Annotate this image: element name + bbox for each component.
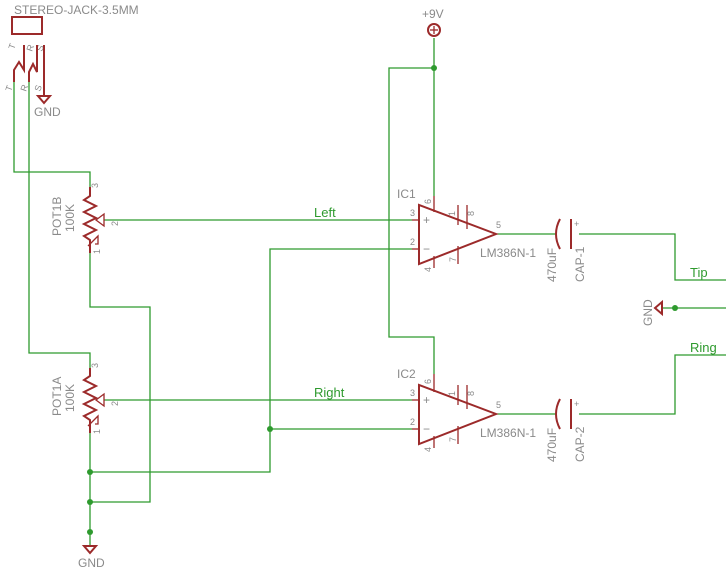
ic2-pin2-label: 2: [410, 417, 415, 427]
ic1-pin6-label: 6: [423, 199, 433, 204]
wire-power-ic2: [388, 67, 435, 374]
cap1-plus-sign: +: [574, 219, 579, 229]
ground-icon: [653, 299, 663, 317]
ic1-name: IC1: [397, 187, 416, 201]
net-label-right: Right: [314, 385, 345, 400]
jack-pin-s-label: S: [34, 44, 45, 53]
pot1b-value: 100K: [63, 204, 77, 232]
ic2-pin5-label: 5: [496, 400, 501, 410]
potentiometer-pot1a: POT1A 100K 3 2 1: [50, 363, 120, 434]
cap2-curved-plate-icon: [555, 398, 561, 430]
net-label-tip: Tip: [690, 265, 708, 280]
pot1a-resistor-icon: [81, 368, 99, 433]
ic1-amplifier-icon: [418, 203, 499, 266]
cap2-value: 470uF: [545, 428, 559, 462]
stereo-jack: STEREO-JACK-3.5MM T R S T R S GND: [3, 3, 138, 119]
pot1b-pin3-label: 3: [90, 183, 100, 188]
ic1-part-number: LM386N-1: [480, 246, 536, 260]
potentiometer-pot1b: POT1B 100K 3 2 1: [50, 183, 120, 254]
pot1b-pin2-label: 2: [110, 221, 120, 226]
ground-bottom-label: GND: [78, 556, 105, 570]
junction-dot: [87, 499, 93, 505]
ic1-pin2-label: 2: [410, 237, 415, 247]
pot1b-wiper-arrow-icon: [94, 212, 105, 228]
cap1-name: CAP-1: [573, 246, 587, 282]
pot1b-resistor-icon: [81, 187, 99, 253]
junctions: [87, 65, 678, 535]
ground-icon: [81, 545, 99, 555]
ic2-pin4-label: 4: [423, 447, 433, 452]
capacitor-cap2: + 470uF CAP-2: [545, 398, 587, 462]
jack-pin-t-label: T: [6, 42, 17, 51]
junction-dot: [267, 426, 273, 432]
ground-output-label: GND: [641, 299, 655, 326]
cap1-value: 470uF: [545, 248, 559, 282]
jack-ring-contact-icon: [28, 45, 38, 82]
wire-jack-r-to-pot1a: [28, 82, 91, 368]
ic1-pin5-label: 5: [496, 220, 501, 230]
cap2-name: CAP-2: [573, 426, 587, 462]
ic1-pin3-label: 3: [410, 208, 415, 218]
wires: [13, 38, 726, 546]
wire-pot1b-gnd: [89, 253, 151, 503]
ic2-part-number: LM386N-1: [480, 426, 536, 440]
ic2-amplifier-icon: [418, 383, 499, 446]
ic2-pin7-label: 7: [448, 437, 458, 442]
ic1-pin7-label: 7: [448, 257, 458, 262]
ic1-plus-sign: +: [423, 213, 430, 227]
wire-jack-t-to-pot1b: [13, 82, 91, 187]
jack-gnd-label: GND: [34, 105, 61, 119]
ic1-minus-sign: −: [423, 242, 430, 256]
net-label-ring: Ring: [690, 340, 717, 355]
capacitor-cap1: + 470uF CAP-1: [545, 218, 587, 282]
power-label: +9V: [422, 7, 444, 21]
pot1a-pin2-label: 2: [110, 401, 120, 406]
wire-cap1-tip: [579, 233, 726, 281]
wire-cap2-ring: [579, 354, 726, 415]
jack-pin-t-lower-label: T: [3, 84, 14, 93]
cap2-plus-sign: +: [574, 399, 579, 409]
ground-bottom: GND: [78, 545, 105, 570]
pot1a-pin3-label: 3: [90, 363, 100, 368]
ground-output: GND: [641, 299, 663, 326]
ic1-pin8-label: 8: [466, 211, 476, 216]
jack-pin-r-lower-label: R: [18, 83, 30, 93]
op-amp-ic1: IC1 + − 6 1 8 3 2 5 4 7 LM386N-1: [397, 187, 536, 272]
jack-name: STEREO-JACK-3.5MM: [14, 3, 139, 17]
pot1a-pin1-label: 1: [92, 429, 102, 434]
pot1a-wiper-arrow-icon: [94, 392, 105, 408]
ic1-pin1-label: 1: [447, 211, 457, 216]
pot1b-pin1-label: 1: [92, 249, 102, 254]
net-labels: Left Right Tip Ring: [314, 205, 717, 400]
junction-dot: [87, 529, 93, 535]
junction-dot: [431, 65, 437, 71]
power-supply: +9V: [422, 7, 444, 37]
ic2-pin8-label: 8: [466, 391, 476, 396]
ic2-pin6-label: 6: [423, 379, 433, 384]
jack-tip-contact-icon: [13, 45, 25, 82]
wire-ic1-inv-input: [90, 248, 412, 473]
pot1b-name: POT1B: [50, 197, 64, 236]
ic2-plus-sign: +: [423, 393, 430, 407]
jack-pin-r-label: R: [24, 43, 36, 53]
ic2-name: IC2: [397, 367, 416, 381]
junction-dot: [87, 469, 93, 475]
net-label-left: Left: [314, 205, 336, 220]
ic2-pin1-label: 1: [447, 391, 457, 396]
jack-body-icon: [11, 16, 43, 35]
pot1a-trim-arrow-icon: [87, 414, 99, 427]
jack-ground-icon: [35, 95, 53, 105]
pot1b-trim-arrow-icon: [87, 234, 99, 247]
junction-dot: [672, 305, 678, 311]
ic2-pin3-label: 3: [410, 388, 415, 398]
ic1-pin4-label: 4: [423, 267, 433, 272]
pot1a-value: 100K: [63, 384, 77, 412]
power-symbol-icon: [427, 23, 441, 37]
op-amp-ic2: IC2 + − 6 1 8 3 2 5 4 7 LM386N-1: [397, 367, 536, 452]
cap1-curved-plate-icon: [555, 218, 561, 250]
ic2-minus-sign: −: [423, 422, 430, 436]
pot1a-name: POT1A: [50, 377, 64, 416]
jack-pin-s-lower-label: S: [32, 84, 43, 93]
